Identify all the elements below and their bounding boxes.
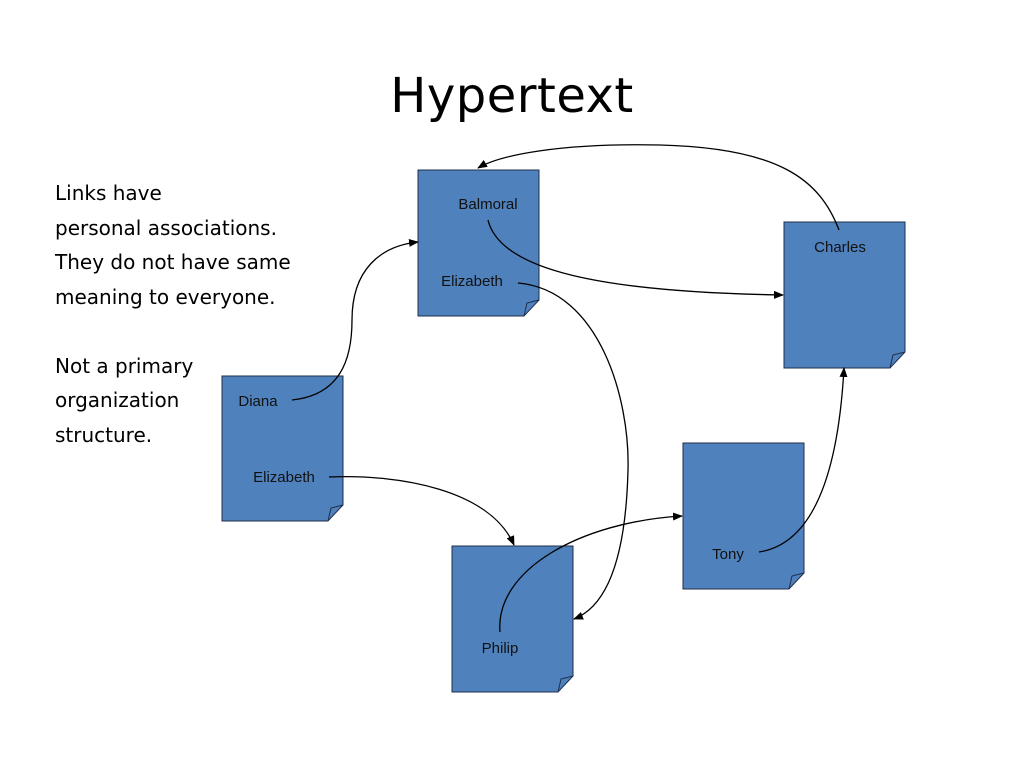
doc-label-diana: Diana — [238, 393, 278, 410]
document-tony: Tony — [682, 442, 805, 590]
document-charles: Charles — [783, 221, 906, 369]
doc-label-elizabeth: Elizabeth — [253, 469, 315, 486]
body-line: meaning to everyone. — [55, 284, 276, 309]
body-line: personal associations. — [55, 215, 277, 240]
document-top: Balmoral Elizabeth — [417, 169, 540, 317]
doc-label-balmoral: Balmoral — [458, 196, 517, 213]
document-fold — [327, 504, 344, 522]
document-fold — [889, 351, 906, 369]
document-shape — [682, 442, 805, 590]
body-line: Links have — [55, 181, 162, 205]
doc-label-charles: Charles — [814, 239, 866, 256]
document-shape — [451, 545, 574, 693]
document-shape — [783, 221, 906, 369]
slide-title: Hypertext — [390, 68, 634, 124]
document-fold — [523, 299, 540, 317]
document-fold — [557, 675, 574, 693]
body-line: Not a primary — [55, 353, 194, 378]
doc-label-tony: Tony — [712, 546, 744, 563]
link-elizabeth-to-philip — [517, 282, 629, 620]
document-fold — [788, 572, 805, 590]
links — [291, 144, 848, 633]
document-shape — [221, 375, 344, 522]
doc-label-philip: Philip — [482, 640, 519, 657]
link-philip-to-tony — [499, 512, 683, 633]
slide-body-text: Links have personal associations. They d… — [55, 176, 291, 452]
document-shape — [417, 169, 540, 317]
link-balmoral-to-charles — [487, 219, 784, 299]
document-philip: Philip — [451, 545, 574, 693]
link-charles-to-balmoral — [477, 144, 840, 231]
document-diana: Diana Elizabeth — [221, 375, 344, 522]
body-line: They do not have same — [55, 250, 291, 274]
link-tony-to-charles — [758, 367, 848, 553]
body-line: structure. — [55, 422, 153, 447]
link-diana-to-balmoral — [291, 238, 419, 401]
body-line: organization — [55, 388, 180, 412]
doc-label-elizabeth: Elizabeth — [441, 273, 503, 290]
link-elizabeth-to-philip-lower — [328, 476, 515, 546]
